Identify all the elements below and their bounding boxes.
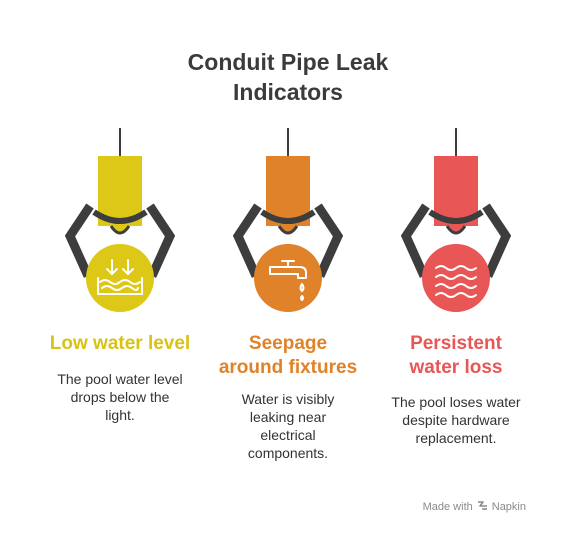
napkin-logo-icon [477, 500, 488, 514]
heading-seepage-around-fixtures: Seepage around fixtures [188, 332, 388, 380]
desc-line: despite hardware [402, 412, 510, 428]
heading-persistent-water-loss: Persistent water loss [356, 332, 556, 380]
desc-line: electrical [260, 427, 316, 443]
water-level-drop-icon [97, 259, 143, 295]
claw-persistent-water-loss [386, 128, 526, 318]
desc-line: replacement. [415, 430, 497, 446]
desc-line: The pool water level [57, 371, 183, 387]
water-waves-icon [435, 265, 477, 298]
desc-line: drops below the [70, 389, 170, 405]
heading-line: water loss [409, 357, 503, 378]
page-title: Conduit Pipe Leak Indicators [0, 47, 576, 107]
desc-low-water-level: The pool water level drops below the lig… [45, 370, 195, 424]
made-with-label: Made with [422, 501, 473, 513]
leaking-faucet-icon [269, 260, 307, 301]
heading-line: Seepage [248, 333, 328, 354]
claw-seepage-around-fixtures [218, 128, 358, 318]
claw-low-water-level [50, 128, 190, 318]
title-line-2: Indicators [233, 79, 343, 105]
heading-line: Persistent [410, 333, 502, 354]
napkin-brand-name: Napkin [491, 501, 526, 513]
desc-line: components. [247, 445, 329, 461]
desc-line: The pool loses water [391, 394, 521, 410]
desc-persistent-water-loss: The pool loses water despite hardware re… [381, 393, 531, 447]
title-line-1: Conduit Pipe Leak [187, 49, 389, 75]
heading-line: around fixtures [218, 357, 358, 378]
desc-seepage-around-fixtures: Water is visibly leaking near electrical… [213, 390, 363, 462]
napkin-branding[interactable]: Made with Napkin [423, 500, 526, 514]
heading-low-water-level: Low water level [20, 332, 220, 356]
desc-line: Water is visibly [241, 391, 335, 407]
desc-line: light. [105, 407, 135, 423]
desc-line: leaking near [249, 409, 327, 425]
heading-line: Low water level [49, 333, 191, 354]
